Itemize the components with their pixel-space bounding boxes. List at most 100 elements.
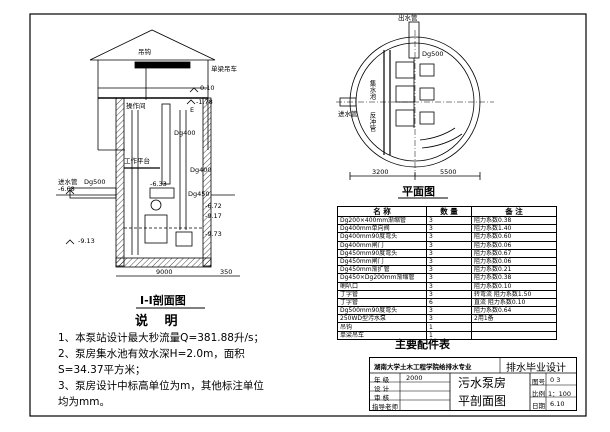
note-line: 1、本泵站设计最大秒流量Q=381.88升/s； [58,332,264,344]
table-cell: 1 [426,330,472,340]
table-cell: 3 [426,232,472,242]
tb-date-value: 6.10 [550,400,565,408]
label-hook: 吊钩 [138,47,152,56]
table-cell: Dg450×Dg200mm渐缩管 [337,273,427,283]
label-level-010: 0.10 [200,84,214,92]
table-cell: 3 [426,281,472,291]
table-cell: 3 [426,265,472,275]
table-cell: Dg400mm闸门 [337,240,427,250]
table-cell: 阻力系数0.06 [471,256,557,267]
label-width-total: 9000 [156,268,173,276]
label-width-right: 350 [220,268,232,276]
table-cell: Dg400mm单向阀 [337,224,427,234]
notes-title: 说 明 [135,314,184,329]
label-level-913: -9.13 [78,237,95,245]
tb-grade-value: 2000 [406,374,423,382]
well-right-wall [202,97,212,267]
table-cell: 阻力系数1.40 [471,224,557,234]
plan-dim-left: 3200 [372,168,389,176]
table-cell: 阻力系数0.06 [471,240,557,250]
plan-label-outlet: 出水管 [398,13,418,22]
table-cell: Dg450mm90度弯头 [337,248,427,258]
plan-label-gathering: 集水池 [368,79,376,100]
label-pipe-400b: Dg400 [190,166,212,174]
note-line: S=34.37平方米； [58,364,146,376]
note-line: 2、泵房集水池有效水深H=2.0m，面积 [58,348,245,360]
well-floor [115,257,212,268]
inlet-pipe [69,187,117,199]
table-cell: 2用1备 [471,314,557,324]
label-level-973: -9.73 [205,230,222,238]
plan-label-inlet: 进水管 [338,109,358,118]
table-cell: 6 [426,297,472,308]
tb-no-value: 0 3 [550,376,561,384]
tb-no-label: 图号 [532,378,545,386]
table-header-row: 名 称 数 量 备 注 [337,206,557,217]
table-cell: 阻力系数0.38 [471,273,557,283]
table-cell: 阻力系数0.64 [471,306,557,316]
plan-view [336,21,494,180]
table-cell: 3 [426,240,472,250]
table-cell: 丁字管 [337,289,427,299]
plan-title: 平面图 [402,185,435,198]
section-view [56,29,240,277]
table-cell: 3 [426,306,472,316]
table-cell: Dg200×400mm渐缩管 [337,215,427,226]
label-level-633: -6.33 [150,180,167,188]
table-cell [471,330,557,340]
label-inlet-dia: Dg500 [84,178,106,186]
label-level-672: -6.72 [205,202,222,210]
roof [89,29,216,61]
table-header-cell: 名 称 [337,206,427,217]
label-inlet-pipe: 进水管 [58,177,78,186]
table-cell: 阻力系数0.67 [471,248,557,258]
tb-date-label: 日期 [532,402,545,410]
table-cell: 吊钩 [337,322,427,332]
table-cell: 阻力系数0.60 [471,232,557,242]
table-cell: 3 [426,314,472,324]
table-cell: Dg450mm渐扩管 [337,265,427,275]
label-level-178: -1.78 [196,98,213,106]
table-cell: 阻力系数0.21 [471,265,557,275]
table-cell: Dg450mm闸门 [337,256,427,267]
label-work-platform: 工作平台 [124,156,150,165]
table-cell: 250WD型污水泵 [337,314,427,324]
sheet-border [29,13,587,417]
crane-beam [134,61,191,69]
title-block-grid [370,358,576,410]
table-cell: 丁字管 [337,297,427,308]
table-cell: 3 [426,215,472,226]
table-cell: 阻力系数0.38 [471,215,557,226]
title-block: 湖南大学土木工程学院给排水专业 排水毕业设计 年 级 2000 设 计 审 核 … [369,357,577,411]
table-cell: 转弯流 阻力系数1.50 [471,289,557,299]
label-level-917: -9.17 [205,212,222,220]
plan-outlet-pipe [408,21,420,59]
tb-subject: 排水毕业设计 [506,363,566,374]
plan-dim-right: 5500 [440,168,457,176]
tb-school: 湖南大学土木工程学院给排水专业 [374,363,472,371]
table-header-cell: 数 量 [426,206,472,217]
well-left-wall [115,97,125,267]
table-cell: Dg500mm90度弯头 [337,306,427,316]
table-cell: 3 [426,224,472,234]
tb-grade-label: 年 级 [374,376,390,384]
table-cell: 3 [426,256,472,267]
table-cell: 3 [426,248,472,258]
table-cell: 直流 阻力系数0.10 [471,297,557,308]
table-title: 主要配件表 [395,337,451,351]
tb-scale-value: 1：100 [548,390,572,398]
label-level-668: -6.68 [58,185,75,193]
notes: 1、本泵站设计最大秒流量Q=381.88升/s； 2、泵房集水池有效水深H=2.… [58,315,323,410]
tb-teacher-label: 指导老师 [372,403,398,411]
